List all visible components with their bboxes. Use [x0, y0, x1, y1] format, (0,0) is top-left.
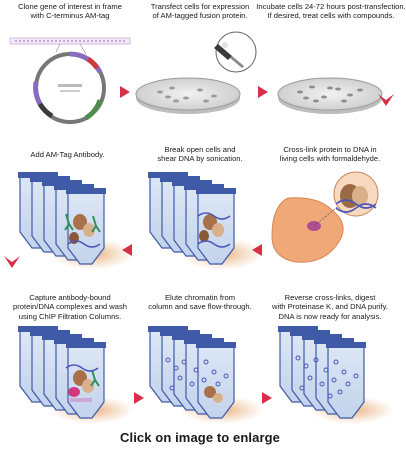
arrow-step2-to-3	[258, 86, 268, 98]
arrow-step3-to-4	[378, 94, 394, 106]
step-6-caption: Add AM-Tag Antibody.	[30, 150, 105, 159]
arrow-step6-to-7	[4, 256, 20, 268]
arrow-step1-to-2	[120, 86, 130, 98]
step-7-caption: Capture antibody-bound protein/DNA compl…	[13, 293, 127, 321]
arrow-step5-to-6	[122, 244, 132, 256]
petri-dish-transfect	[135, 31, 257, 114]
arrow-step7-to-8	[134, 392, 144, 404]
step-5-caption: Break open cells and shear DNA by sonica…	[157, 145, 243, 164]
step-1-caption: Clone gene of interest in frame with C-t…	[18, 2, 122, 21]
flow-arrows	[4, 86, 394, 404]
arrow-step4-to-5	[252, 244, 262, 256]
column-rack-antibody	[18, 172, 134, 270]
column-rack-shear	[148, 172, 264, 270]
plasmid-map	[9, 37, 131, 124]
petri-dish-incubate	[277, 77, 383, 114]
crosslink-cell	[271, 171, 379, 263]
step-3-caption: Incubate cells 24-72 hours post-transfec…	[256, 2, 406, 21]
column-rack-capture	[18, 326, 134, 424]
arrow-step8-to-9	[262, 392, 272, 404]
enlarge-link[interactable]: Click on image to enlarge	[120, 430, 280, 445]
column-rack-elute	[148, 326, 264, 424]
step-2-caption: Transfect cells for expression of AM-tag…	[150, 2, 250, 21]
step-8-caption: Elute chromatin from column and save flo…	[148, 293, 252, 312]
column-rack-purify	[278, 326, 394, 424]
step-9-caption: Reverse cross-links, digest with Protein…	[272, 293, 388, 321]
step-4-caption: Cross-link protein to DNA in living cell…	[279, 145, 381, 164]
